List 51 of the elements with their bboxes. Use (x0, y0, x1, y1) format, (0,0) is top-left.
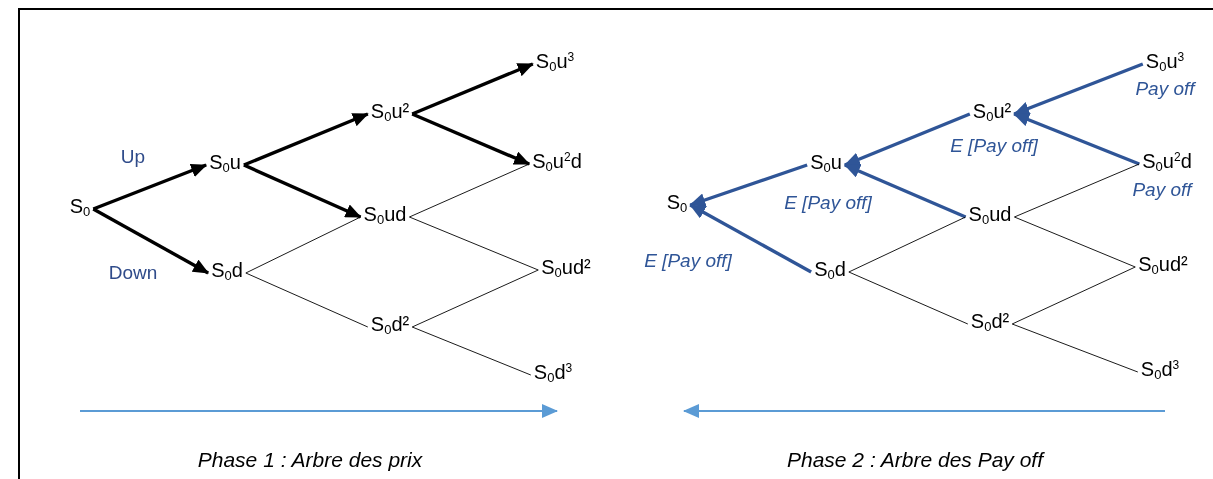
connector-line (1013, 216, 1136, 268)
payoff-label: E [Pay off] (784, 192, 872, 214)
tree-node-label: S$_{0}$ud (360, 201, 410, 229)
tree-node-label: S$_{0}$ (66, 193, 94, 221)
tree-node-label: S$_{0}$u$^{2}$d (1139, 148, 1195, 176)
tree-node-label: S$_{0}$d (811, 256, 849, 284)
payoff-label: Pay off (1132, 179, 1192, 201)
connector-line (848, 271, 969, 325)
payoff-label: Pay off (1135, 78, 1195, 100)
tree-node-label: S$_{0}$ud² (538, 254, 594, 282)
arrow (411, 112, 531, 166)
tree-node-label: S$_{0}$u² (969, 98, 1015, 126)
tree-node-label: S$_{0}$u$^{2}$d (529, 148, 585, 176)
arrow (689, 203, 812, 274)
arrow (1013, 62, 1144, 116)
connector-line (245, 272, 369, 328)
arrow (92, 163, 208, 211)
tree-node-label: S$_{0}$u² (367, 98, 413, 126)
connector-line (1013, 163, 1140, 218)
connector-line (411, 326, 532, 376)
payoff-label: E [Pay off] (644, 250, 732, 272)
connector-line (1011, 323, 1139, 373)
arrow (243, 163, 362, 219)
arrow (689, 163, 808, 207)
tree-node-label: S$_{0}$d² (367, 311, 413, 339)
phase-caption: Phase 1 : Arbre des prix (197, 448, 423, 472)
arrow (843, 112, 971, 167)
tree-node-label: S$_{0}$ (663, 189, 691, 217)
arrow (843, 163, 967, 219)
connector-line (408, 163, 530, 218)
tree-node-label: S$_{0}$u$^{3}$ (532, 48, 578, 76)
tree-node-label: S$_{0}$u$^{3}$ (1142, 48, 1188, 76)
tree-node-label: S$_{0}$d² (967, 308, 1013, 336)
tree-node-label: S$_{0}$ud² (1135, 251, 1191, 279)
connector-line (848, 216, 967, 273)
tree-node-label: S$_{0}$ud (965, 201, 1015, 229)
tree-node-label: S$_{0}$u (807, 149, 845, 177)
phase-caption: Phase 2 : Arbre des Pay off (787, 448, 1043, 472)
tree-node-label: S$_{0}$d$^{3}$ (1137, 356, 1183, 384)
connector-line (408, 216, 539, 271)
tree-node-label: S$_{0}$d (208, 257, 246, 285)
payoff-label: E [Pay off] (950, 135, 1038, 157)
connector-line (1011, 266, 1136, 325)
arrow (1013, 112, 1140, 166)
tree-node-label: S$_{0}$u (206, 149, 244, 177)
connector-line (411, 269, 539, 328)
arrow (92, 207, 209, 275)
connector-line (245, 216, 362, 274)
arrow (243, 112, 369, 167)
tree-node-label: S$_{0}$d$^{3}$ (530, 359, 576, 387)
arrow (411, 62, 534, 116)
